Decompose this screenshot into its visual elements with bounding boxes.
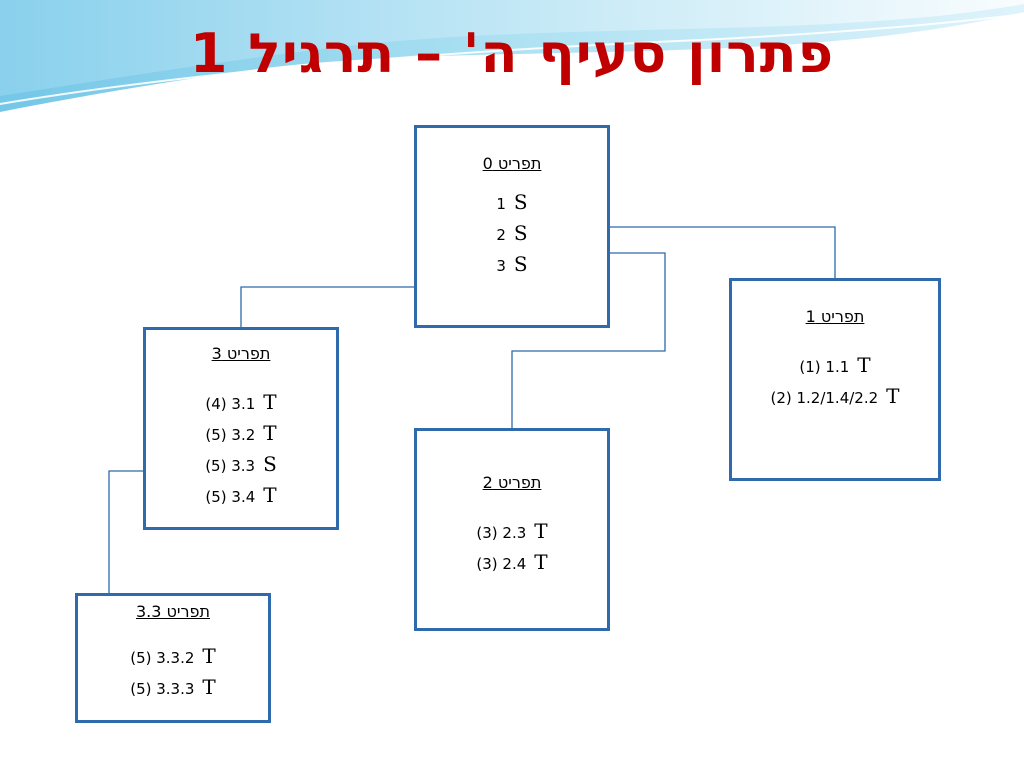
row-symbol: T xyxy=(263,421,277,445)
row-symbol: S xyxy=(513,221,528,245)
row-number: (3) 2.4 xyxy=(476,555,527,573)
connector-print0-print2 xyxy=(511,252,666,428)
box-row: (1) 1.1 T xyxy=(732,350,938,381)
box-title: תפריט 2 xyxy=(482,473,542,492)
row-number: (3) 2.3 xyxy=(476,524,527,542)
row-number: (5) 3.3 xyxy=(205,457,256,475)
box-row: (5) 3.3.2 T xyxy=(78,641,268,672)
row-number: (5) 3.2 xyxy=(205,426,256,444)
row-symbol: T xyxy=(263,390,277,414)
row-symbol: S xyxy=(263,452,277,476)
connector-print0-print3 xyxy=(240,286,462,327)
row-number: (5) 3.3.3 xyxy=(130,680,195,698)
row-symbol: T xyxy=(202,675,216,699)
box-row: (5) 3.3 S xyxy=(146,449,336,480)
connector-print0-print1 xyxy=(568,226,836,278)
row-number: (4) 3.1 xyxy=(205,395,256,413)
slide-title: פתרון סעיף ה' – תרגיל 1 xyxy=(189,22,835,85)
box-row: (3) 2.4 T xyxy=(417,547,607,578)
box-row: (3) 2.3 T xyxy=(417,516,607,547)
box-title: תפריט 0 xyxy=(482,154,542,173)
row-number: 3 xyxy=(496,257,506,275)
row-number: (2) 1.2/1.4/2.2 xyxy=(770,389,879,407)
row-number: 2 xyxy=(496,226,506,244)
row-symbol: S xyxy=(513,190,528,214)
box-row: (5) 3.2 T xyxy=(146,418,336,449)
row-symbol: T xyxy=(263,483,277,507)
box-title: תפריט 3 xyxy=(211,344,271,363)
box-title: תפריט 3.3 xyxy=(135,602,211,621)
box-row: (2) 1.2/1.4/2.2 T xyxy=(732,381,938,412)
row-symbol: T xyxy=(534,519,548,543)
box-title: תפריט 1 xyxy=(805,307,865,326)
row-symbol: T xyxy=(534,550,548,574)
row-symbol: T xyxy=(886,384,900,408)
box-row: (5) 3.3.3 T xyxy=(78,672,268,703)
row-number: 1 xyxy=(496,195,506,213)
row-symbol: S xyxy=(513,252,528,276)
box-row: (4) 3.1 T xyxy=(146,387,336,418)
row-symbol: T xyxy=(857,353,871,377)
row-symbol: T xyxy=(202,644,216,668)
header-wave-decoration xyxy=(0,0,1024,117)
row-number: (1) 1.1 xyxy=(799,358,850,376)
row-number: (5) 3.3.2 xyxy=(130,649,195,667)
box-row: (5) 3.4 T xyxy=(146,480,336,511)
row-number: (5) 3.4 xyxy=(205,488,256,506)
